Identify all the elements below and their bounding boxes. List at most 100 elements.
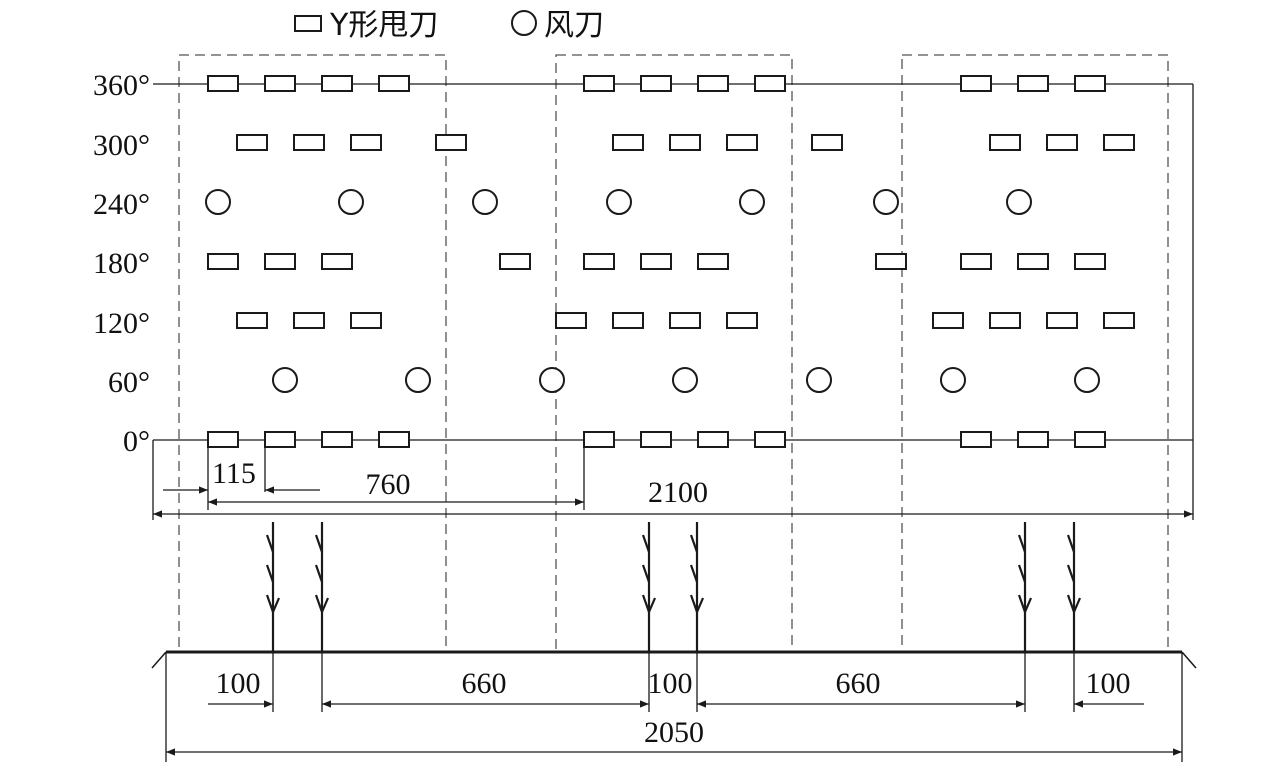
dim-115-label: 115 [212,457,256,490]
dim-660-left-label: 660 [462,667,507,700]
fan-blade [739,189,765,215]
flail-blade [499,253,531,270]
flail-blade [811,134,843,151]
flail-blade [207,431,239,448]
flail-blade [612,134,644,151]
flail-blade [932,312,964,329]
flail-legend-icon [294,15,322,32]
flail-blade [726,312,758,329]
flail-blade [989,312,1021,329]
flail-blade [669,312,701,329]
flail-blade [321,75,353,92]
fan-blade [205,189,231,215]
flail-blade [1046,312,1078,329]
flail-blade [1074,253,1106,270]
angle-label-300: 300° [93,129,150,162]
top-dimensions [153,440,1193,518]
dim-2100-label: 2100 [648,476,708,509]
angle-labels: 360° 300° 240° 180° 120° 60° 0° [93,69,150,458]
flail-blade [264,431,296,448]
angle-label-0: 0° [123,425,150,458]
flail-blade [726,134,758,151]
dim-2050-label: 2050 [644,716,704,749]
fan-blade [338,189,364,215]
fan-blade [940,367,966,393]
frame-base [151,650,1197,762]
flail-legend-label: Y形甩刀 [329,8,438,43]
fan-blade [606,189,632,215]
flail-blade [264,253,296,270]
fan-blade [539,367,565,393]
angle-label-180: 180° [93,247,150,280]
fan-blade [873,189,899,215]
flail-blade [321,431,353,448]
dim-100-right-label: 100 [1086,667,1131,700]
flail-blade [640,431,672,448]
flail-blade [1074,75,1106,92]
angle-label-240: 240° [93,188,150,221]
legend: Y形甩刀 风刀 [294,8,604,43]
flail-blade [697,75,729,92]
dim-100-left-label: 100 [216,667,261,700]
flail-blade [960,75,992,92]
flail-blade [264,75,296,92]
angle-label-120: 120° [93,307,150,340]
dim-100-middle-label: 100 [648,667,693,700]
flail-blade [697,253,729,270]
flail-blade [207,75,239,92]
flail-blade [1103,134,1135,151]
blade-shaft [641,522,657,652]
fan-blade [1074,367,1100,393]
base-chamfers [151,651,1197,669]
flail-blade [697,431,729,448]
flail-blade [293,312,325,329]
flail-blade [1017,431,1049,448]
flail-blade [583,75,615,92]
fan-blade [806,367,832,393]
flail-blade [321,253,353,270]
blade-shafts [265,522,1082,652]
flail-blade [960,253,992,270]
flail-blade [378,431,410,448]
flail-blade [1017,75,1049,92]
fan-legend-icon [511,10,537,36]
flail-blade [378,75,410,92]
flail-blade [754,75,786,92]
fan-blade [272,367,298,393]
blade-shaft [265,522,281,652]
blade-shaft [1066,522,1082,652]
flail-blade [236,312,268,329]
flail-blade [1046,134,1078,151]
flail-blade [583,253,615,270]
dim-760-label: 760 [366,468,411,501]
flail-blade [435,134,467,151]
flail-blade [612,312,644,329]
flail-blade [350,134,382,151]
flail-blades [207,75,1135,448]
flail-blade [640,75,672,92]
bottom-dimensions [166,652,1182,756]
flail-blade [960,431,992,448]
flail-blade [1017,253,1049,270]
flail-blade [350,312,382,329]
blade-shaft [1017,522,1033,652]
fan-blades [205,189,1100,393]
flail-blade [236,134,268,151]
flail-blade [640,253,672,270]
fan-blade [405,367,431,393]
blade-shaft [314,522,330,652]
angle-label-360: 360° [93,69,150,102]
blade-shaft [689,522,705,652]
flail-blade [555,312,587,329]
flail-blade [875,253,907,270]
flail-blade [293,134,325,151]
flail-blade [1103,312,1135,329]
fan-legend-label: 风刀 [544,8,604,43]
flail-blade [754,431,786,448]
flail-blade [583,431,615,448]
flail-blade [207,253,239,270]
flail-blade [669,134,701,151]
fan-blade [1006,189,1032,215]
fan-blade [672,367,698,393]
